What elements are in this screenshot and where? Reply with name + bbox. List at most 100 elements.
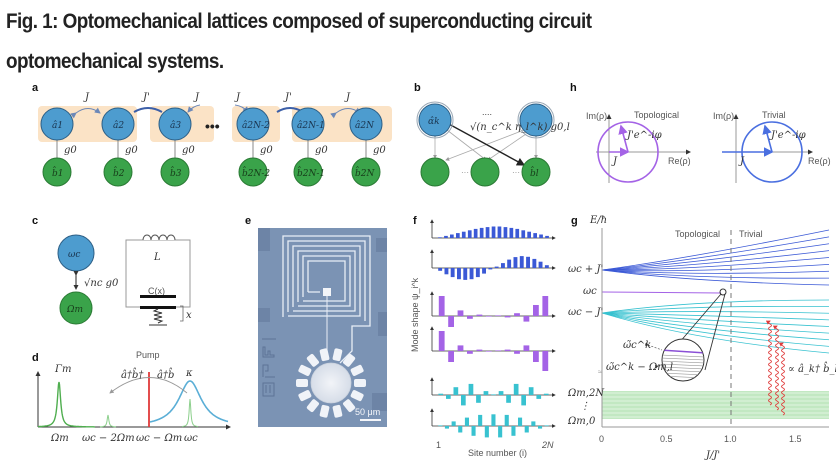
mode-shape-bar [444,426,449,429]
im-axis-label: Im(ρ) [586,111,607,121]
panel-f-label: f [413,215,417,227]
cavity-node-label: â2N-2 [242,120,270,131]
lower-band-line [601,312,830,334]
mode-shape-bar [544,265,549,268]
mode-shape-bar [453,387,459,395]
mode-shape-bar [482,268,486,274]
ellipsis: ••• [205,118,220,134]
mode-shape-bar [507,259,512,268]
mode-shape-bar [484,426,489,438]
scale-bar-label: 50 μm [355,407,380,417]
scale-bar [360,419,381,421]
cavity-node-label: â1 [52,120,63,131]
coupling-label: J [83,92,90,103]
mech-label: Ωm [66,305,83,315]
mode-shape-bar [458,426,463,433]
panel-g: g E/ħ Topological Trivial ωc + J' ωc ωc … [567,215,836,461]
mech-node [160,157,190,187]
mode-shape-bar [446,395,451,399]
electrode-petal [350,364,364,376]
mode-shape-bar [536,395,542,399]
zoom-line [678,293,722,344]
displacement-label: x [186,310,192,321]
scattering-arrow [109,377,188,394]
upper-band-line [601,257,830,271]
mode-shape-bar [506,395,511,403]
g0-label: g0 [260,145,273,156]
mech-node-label: b̂2 [113,166,125,179]
mode-shape-bar [491,414,496,426]
vector-J-label: J [611,156,618,167]
mode-shape-bar [467,316,473,319]
mech-node [238,157,268,187]
upper-band-line [601,269,830,286]
mech-node [470,157,500,187]
mode-shape-bar [494,266,499,268]
mech-node [351,157,381,187]
mode-shape-bar [498,391,504,395]
y-tick: ωc [583,286,597,297]
trivial-title: Trivial [762,110,786,120]
zoom-marker [719,288,727,296]
mode-shape-bar [542,296,549,316]
mode-shape-bar [438,393,444,395]
mech-node [420,157,450,187]
cavity-node [236,107,270,141]
zoom-inset [661,338,705,382]
mode-shape-bar [526,256,530,268]
panel-d: d Pump Γm κ â†b̂† â†b̂ Ωm ωc − 2Ωm ωc − … [32,350,231,444]
cavity-node-label: â2 [113,120,124,131]
mode-shape-bar [450,268,455,278]
electrode-petal [296,379,308,387]
lower-band-line [601,312,830,341]
panel-a: a J J' J J J' J â1b̂1g0â2b̂2g0â3b̂3g0â2N… [32,82,392,187]
g0-label: g0 [315,145,328,156]
x-tick: 0 [599,434,604,444]
tick-label: ωc − 2Ωm [82,433,135,444]
y-tick: ⋮ [580,401,590,412]
x-tick: 1.0 [724,434,737,444]
vector-Jp [618,124,629,153]
panel-e: e 50 μm [245,215,387,427]
panel-g-label: g [571,215,578,227]
mode-shape-bar [467,351,473,354]
mode-shape-bar [542,351,549,371]
inset-label-1: ω̃c^k [623,340,651,351]
cavity-node-label: α̂k [428,116,440,127]
mode-shape-bar [531,421,536,426]
lower-band-line [601,312,830,354]
mech-node-label: b̂3 [170,166,182,179]
mode-shape-bar [518,417,523,427]
electrode-petal [343,399,356,413]
mode-shape-bar [504,349,511,351]
mode-shape-bar [504,316,511,318]
cavity-mode-ring [517,101,555,139]
winding-circle-topological [597,121,659,183]
bond-pad [258,308,270,322]
mode-shape-bar [511,426,516,436]
x-tick: 1.5 [789,434,802,444]
panel-c-label: c [32,215,38,227]
coupling-label: J' [141,92,150,103]
mode-shape-bar [438,237,442,238]
topological-title: Topological [634,110,679,120]
mode-shape-bar [503,227,508,238]
mech-node [293,157,323,187]
mode-shape-bar [479,227,484,238]
f-ylabel: Mode shape ψ_i^k [410,277,420,352]
coupling-line [446,129,487,161]
capacitor-label: C(x) [148,286,165,296]
mode-shape-bar [533,351,539,362]
mode-shape-bar [476,349,483,351]
mode-shape-bar [513,383,519,395]
mode-shape-bar [471,426,476,436]
panel-a-label: a [32,82,39,94]
electrode-petal [298,364,312,376]
mode-shape-bar [438,331,445,351]
upper-band-line [601,236,830,271]
mode-shape-bar [448,316,454,327]
mech-node-label: b̂2N-1 [297,166,325,179]
mech-node-label: b̂2N [355,166,375,179]
mode-shape-bar [523,316,530,322]
mech-node-label: b̂l [530,166,539,179]
